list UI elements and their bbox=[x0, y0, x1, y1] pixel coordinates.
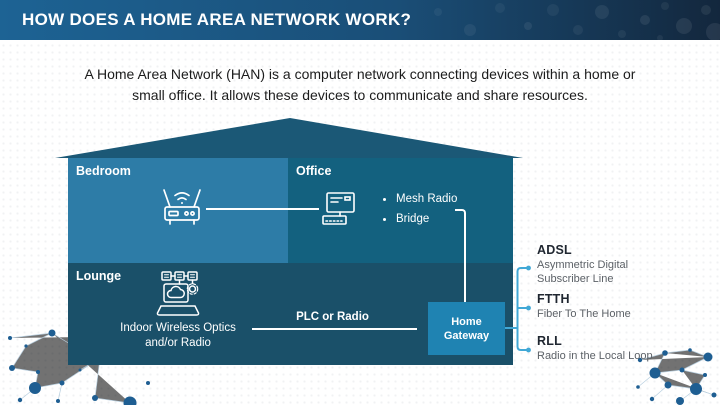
access-tech-ftth: FTTH Fiber To The Home bbox=[537, 292, 667, 322]
bullet-item: Bridge bbox=[383, 209, 457, 229]
desktop-computer-icon bbox=[322, 192, 355, 225]
bullet-dot bbox=[383, 217, 386, 221]
plc-label: PLC or Radio bbox=[296, 311, 369, 323]
lounge-caption: Indoor Wireless Optics and/or Radio bbox=[120, 322, 236, 349]
wifi-router-icon bbox=[163, 189, 201, 225]
access-tech-rll: RLL Radio in the Local Loop bbox=[537, 334, 667, 364]
bullet-label: Bridge bbox=[396, 213, 430, 225]
access-tech-name: Fiber To The Home bbox=[537, 308, 631, 320]
access-tech-acronym: FTTH bbox=[537, 292, 570, 306]
intro-text: A Home Area Network (HAN) is a computer … bbox=[84, 66, 636, 103]
title-bar: HOW DOES A HOME AREA NETWORK WORK? bbox=[0, 0, 720, 40]
access-tech-name: Asymmetric Digital Subscriber Line bbox=[537, 259, 629, 285]
bedroom-label: Bedroom bbox=[76, 164, 131, 178]
bullet-label: Mesh Radio bbox=[396, 193, 458, 205]
office-label: Office bbox=[296, 164, 332, 178]
bullet-dot bbox=[383, 197, 386, 201]
home-gateway-box: Home Gateway bbox=[428, 302, 505, 355]
gateway-branch-lines bbox=[504, 265, 531, 353]
network-dots-decoration-right bbox=[636, 348, 717, 405]
router-to-computer-line bbox=[206, 208, 319, 210]
access-tech-acronym: ADSL bbox=[537, 243, 572, 257]
house-roof-icon bbox=[55, 118, 523, 158]
room-bedroom: Bedroom bbox=[68, 158, 288, 263]
access-tech-name: Radio in the Local Loop bbox=[537, 350, 653, 362]
access-tech-adsl: ADSL Asymmetric Digital Subscriber Line bbox=[537, 243, 667, 286]
office-to-gateway-line bbox=[455, 209, 466, 303]
home-gateway-label: Home Gateway bbox=[443, 315, 490, 342]
plc-line bbox=[252, 328, 417, 330]
room-office: Office bbox=[288, 158, 513, 263]
bubbles-decoration bbox=[434, 2, 720, 40]
bullet-item: Mesh Radio bbox=[383, 189, 457, 209]
access-tech-acronym: RLL bbox=[537, 334, 562, 348]
lounge-label: Lounge bbox=[76, 269, 122, 283]
laptop-cloud-network-icon bbox=[156, 271, 200, 316]
page-title: HOW DOES A HOME AREA NETWORK WORK? bbox=[22, 10, 412, 29]
office-bullet-list: Mesh Radio Bridge bbox=[383, 189, 457, 229]
